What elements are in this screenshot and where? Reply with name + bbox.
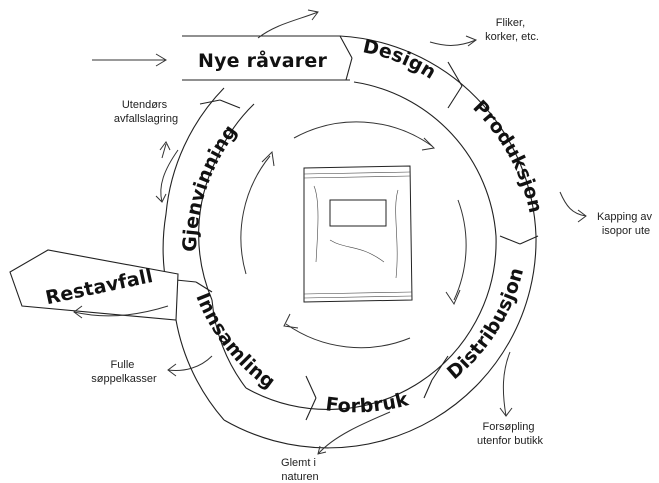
input-arrow	[92, 53, 167, 67]
stage-new-materials: Nye råvarer	[198, 48, 327, 72]
packaging-bag-icon	[303, 165, 413, 303]
residual-waste-band	[9, 249, 179, 321]
stage-recycling: Gjenvinning	[179, 121, 242, 252]
leak-cutting: Kapping av isopor ute	[597, 211, 655, 237]
leak-littering-store: Forsøpling utenfor butikk	[477, 421, 544, 447]
leak-flakes: Fliker, korker, etc.	[485, 17, 539, 43]
leak-arrows	[73, 9, 587, 455]
leak-forgotten: Glemt i naturen	[281, 457, 319, 483]
inner-cycle-arrows	[240, 121, 467, 349]
leak-outdoor-storage: Utendørs avfallslagring	[114, 99, 178, 125]
leak-full-bins: Fulle søppelkasser	[91, 359, 157, 385]
stage-consumption: Forbruk	[324, 388, 411, 417]
stage-production: Produksjon	[468, 96, 546, 215]
stage-collection: Innsamling	[191, 290, 279, 394]
stage-design: Design	[361, 35, 440, 83]
stage-distribution: Distribusjon	[443, 265, 528, 384]
